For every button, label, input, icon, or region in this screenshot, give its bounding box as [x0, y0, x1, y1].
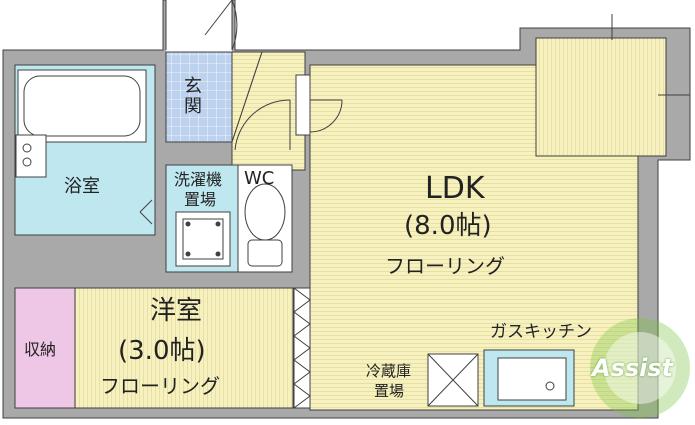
- laundry-label-2: 置場: [184, 190, 217, 209]
- logo-mark: [590, 318, 690, 418]
- wc-label: WC: [244, 168, 275, 189]
- entrance-floor: [165, 51, 233, 143]
- gas-kitchen-label: ガスキッチン: [490, 322, 592, 342]
- logo-text: Assist: [592, 354, 674, 382]
- ldk-floor: フローリング: [385, 254, 505, 278]
- storage-label: 収納: [24, 340, 57, 359]
- ldk-name: LDK: [425, 171, 485, 206]
- bath-label: 浴室: [64, 176, 100, 197]
- fridge-label-2: 置場: [374, 382, 405, 400]
- western-floor: フローリング: [100, 374, 220, 398]
- laundry-label-1: 洗濯機: [174, 170, 223, 189]
- balcony: [535, 37, 667, 157]
- western-room: [74, 287, 294, 409]
- ldk-size: (8.0帖): [404, 211, 492, 241]
- western-name: 洋室: [150, 296, 203, 326]
- western-size: (3.0帖): [118, 336, 206, 366]
- fridge-label-1: 冷蔵庫: [366, 362, 412, 380]
- storage-closet: [14, 287, 76, 409]
- entrance-label: 玄関: [181, 76, 202, 116]
